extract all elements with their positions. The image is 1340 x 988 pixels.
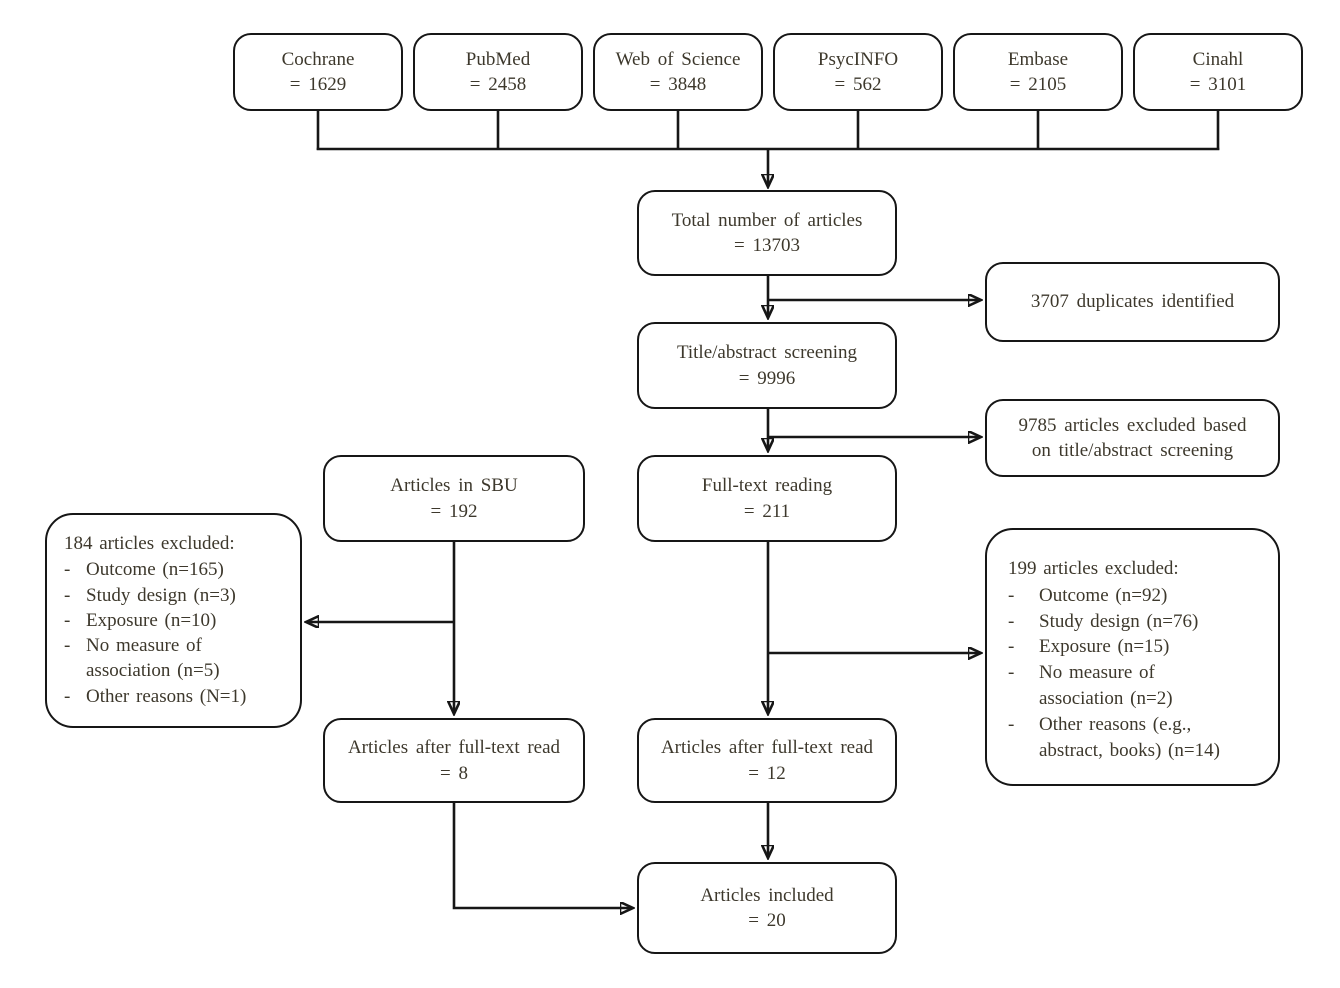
excluded-reason-item: - No measure of association (n=2)	[1008, 662, 1173, 710]
excluded-reason-item: - Study design (n=76)	[1008, 609, 1198, 635]
full-text-reading-box: Full-text reading = 211	[637, 455, 897, 542]
source-box-cinahl: Cinahl = 3101	[1133, 33, 1303, 111]
fulltext-count: = 211	[743, 500, 791, 522]
excluded-reason-item: - Exposure (n=10)	[64, 608, 216, 633]
source-count: = 2458	[469, 74, 527, 95]
after-fulltext-center-box: Articles after full-text read = 12	[637, 718, 897, 803]
excluded-reason-item: - No measure of association (n=5)	[64, 635, 220, 682]
excluded-reason-item: - Exposure (n=15)	[1008, 634, 1169, 660]
articles-in-sbu-box: Articles in SBU = 192	[323, 455, 585, 542]
branch-arrows	[307, 300, 980, 653]
source-label: Web of Science	[615, 48, 741, 70]
title-abstract-screening-box: Title/abstract screening = 9996	[637, 322, 897, 409]
included-count: = 20	[748, 910, 786, 931]
screening-excluded-box: 9785 articles excluded based on title/ab…	[985, 399, 1280, 477]
source-drop-lines	[316, 111, 1220, 151]
list-dash: -	[64, 584, 71, 606]
source-label: Cochrane	[281, 48, 355, 70]
source-count: = 2105	[1009, 74, 1067, 95]
list-dash: -	[1008, 584, 1015, 606]
screening-label: Title/abstract screening	[676, 342, 858, 364]
main-flow-arrows	[454, 149, 768, 908]
total-articles-count: = 13703	[734, 235, 800, 256]
screening-count: = 9996	[738, 367, 796, 389]
excluded-reason-item: - Other reasons (N=1)	[64, 684, 246, 709]
list-dash: -	[64, 559, 71, 581]
source-label: PubMed	[465, 48, 531, 70]
list-dash: -	[64, 635, 71, 657]
after-center-count: = 12	[748, 762, 786, 784]
excluded-right-box: 199 articles excluded: - Outcome (n=92) …	[985, 528, 1280, 786]
source-count: = 3101	[1189, 74, 1247, 95]
excluded-reason-item: - Other reasons (e.g., abstract, books) …	[1008, 713, 1220, 761]
after-left-label: Articles after full-text read	[347, 737, 561, 759]
list-dash: -	[64, 609, 71, 631]
sbu-count: = 192	[430, 500, 478, 522]
excluded-reason-item: - Study design (n=3)	[64, 583, 236, 608]
source-count: = 1629	[289, 74, 347, 95]
source-box-psycinfo: PsycINFO = 562	[773, 33, 943, 111]
total-articles-box: Total number of articles = 13703	[637, 190, 897, 276]
source-box-embase: Embase = 2105	[953, 33, 1123, 111]
sbu-label: Articles in SBU	[390, 475, 518, 497]
excluded-left-box: 184 articles excluded: - Outcome (n=165)…	[45, 513, 302, 728]
after-center-label: Articles after full-text read	[660, 737, 874, 759]
duplicates-box: 3707 duplicates identified	[985, 262, 1280, 342]
excluded-left-title: 184 articles excluded:	[64, 533, 235, 554]
list-dash: -	[1008, 636, 1015, 658]
source-label: Cinahl	[1192, 48, 1244, 70]
source-label: Embase	[1007, 48, 1069, 70]
source-box-web-of-science: Web of Science = 3848	[593, 33, 763, 111]
source-label: PsycINFO	[817, 48, 899, 70]
included-label: Articles included	[700, 884, 834, 906]
list-dash: -	[1008, 662, 1015, 684]
after-left-count: = 8	[440, 762, 468, 784]
after-fulltext-left-box: Articles after full-text read = 8	[323, 718, 585, 803]
excluded-right-title: 199 articles excluded:	[1008, 558, 1179, 579]
source-box-cochrane: Cochrane = 1629	[233, 33, 403, 111]
total-articles-label: Total number of articles	[671, 209, 863, 231]
source-count: = 562	[834, 74, 882, 95]
excluded-reason-item: - Outcome (n=165)	[64, 557, 224, 582]
source-count: = 3848	[649, 74, 707, 95]
articles-included-box: Articles included = 20	[637, 862, 897, 954]
list-dash: -	[1008, 610, 1015, 632]
screening-excluded-text: 9785 articles excluded based on title/ab…	[1018, 414, 1247, 461]
fulltext-label: Full-text reading	[701, 475, 833, 497]
duplicates-text: 3707 duplicates identified	[1030, 291, 1235, 313]
list-dash: -	[1008, 713, 1015, 735]
source-box-pubmed: PubMed = 2458	[413, 33, 583, 111]
list-dash: -	[64, 685, 71, 707]
excluded-reason-item: - Outcome (n=92)	[1008, 583, 1167, 609]
